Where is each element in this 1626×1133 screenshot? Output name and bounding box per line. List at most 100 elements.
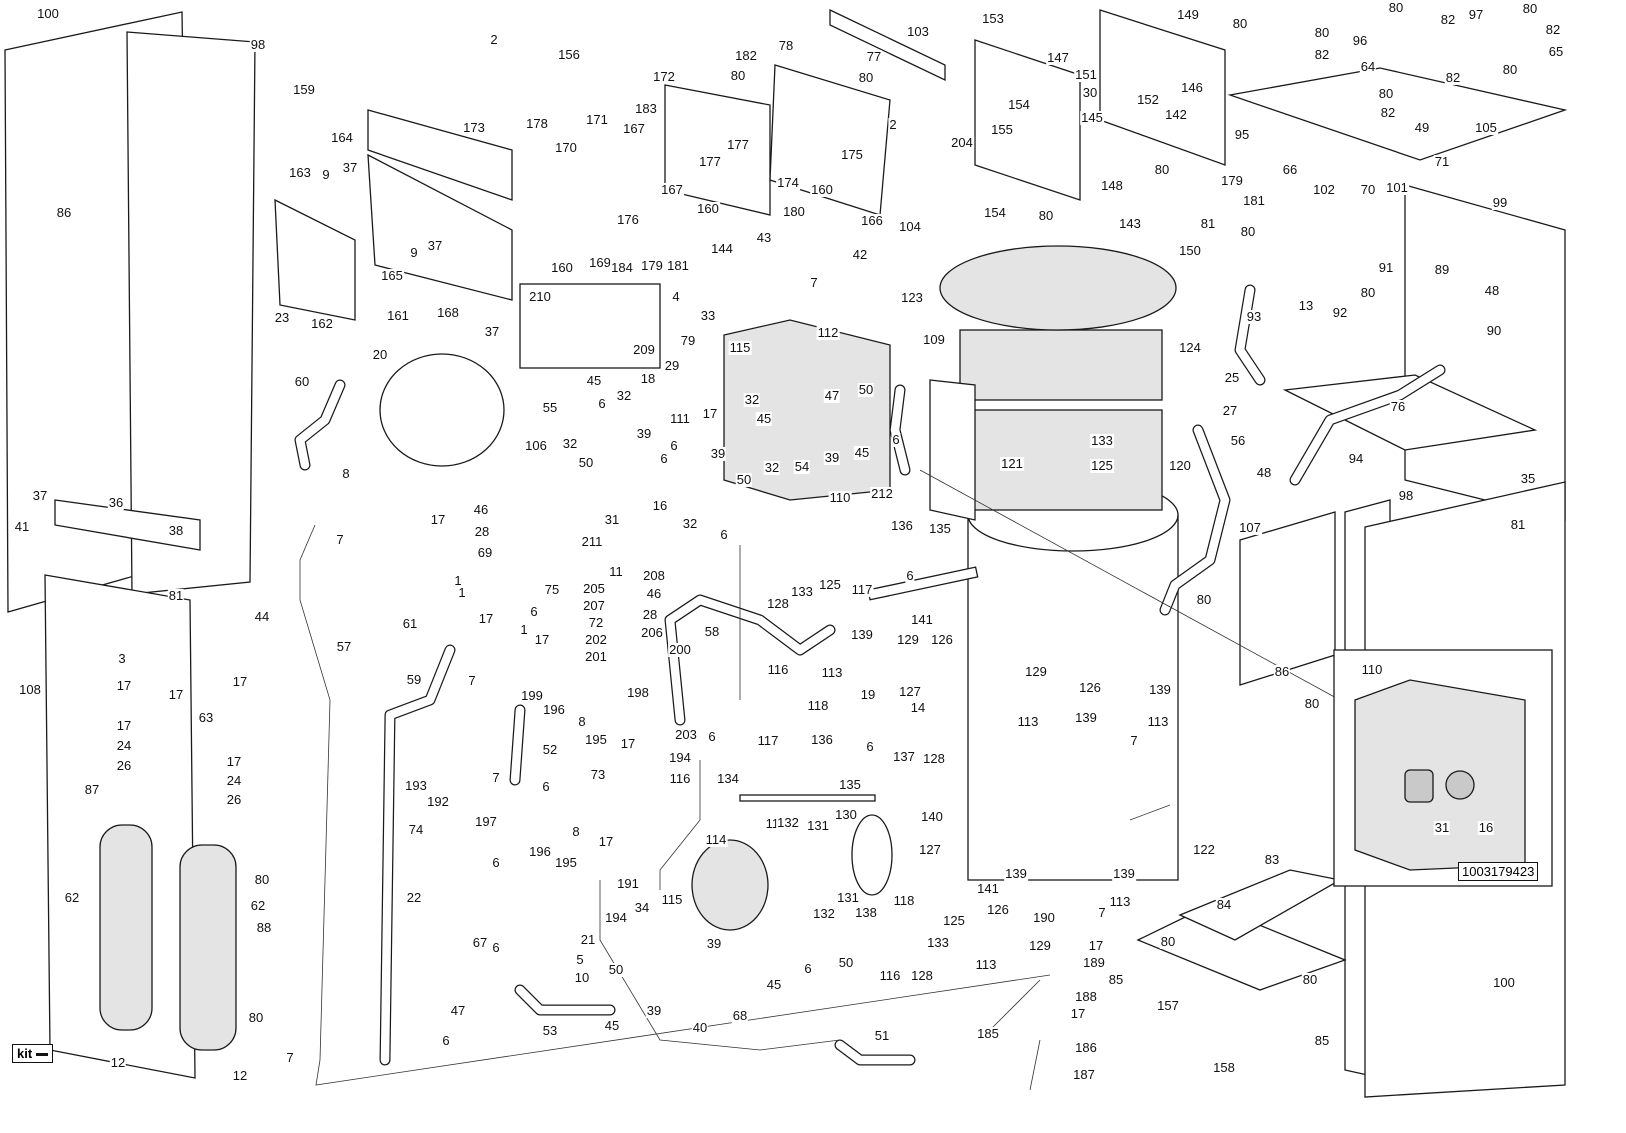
part-number-label: 17: [701, 406, 719, 421]
part-number-label: 91: [1377, 260, 1395, 275]
part-number-label: 174: [776, 175, 800, 190]
flange-130: [851, 814, 893, 896]
part-number-label: 200: [668, 642, 692, 657]
part-number-label: 188: [1074, 989, 1098, 1004]
part-number-label: 26: [225, 792, 243, 807]
part-number-label: 83: [1263, 852, 1281, 867]
part-number-label: 192: [426, 794, 450, 809]
part-number-label: 208: [642, 568, 666, 583]
part-number-label: 173: [462, 120, 486, 135]
part-number-label: 149: [1176, 7, 1200, 22]
part-number-label: 7: [335, 532, 345, 547]
part-number-label: 201: [584, 649, 608, 664]
part-number-label: 45: [585, 373, 603, 388]
part-number-label: 2: [489, 32, 499, 47]
part-number-label: 32: [561, 436, 579, 451]
part-number-label: 144: [710, 241, 734, 256]
part-number-label: 8: [341, 466, 351, 481]
shelf-94: [1282, 374, 1538, 451]
part-number-label: 100: [36, 6, 60, 21]
part-number-label: 85: [1313, 1033, 1331, 1048]
part-number-label: 49: [1413, 120, 1431, 135]
part-number-label: 194: [668, 750, 692, 765]
part-number-label: 17: [477, 611, 495, 626]
part-number-label: 16: [651, 498, 669, 513]
part-number-label: 29: [663, 358, 681, 373]
part-number-label: 182: [734, 48, 758, 63]
part-number-label: 145: [1080, 110, 1104, 125]
part-number-label: 118: [806, 698, 830, 713]
part-number-label: 68: [731, 1008, 749, 1023]
part-number-label: 160: [696, 201, 720, 216]
part-number-label: 105: [1474, 120, 1498, 135]
part-number-label: 23: [273, 310, 291, 325]
part-number-label: 76: [1389, 399, 1407, 414]
part-number-label: 160: [550, 260, 574, 275]
part-number-label: 39: [705, 936, 723, 951]
expansion-cylinder-right: [179, 844, 237, 1051]
part-number-label: 113: [974, 957, 998, 972]
part-number-label: 191: [616, 876, 640, 891]
part-number-label: 62: [63, 890, 81, 905]
part-number-label: 8: [577, 714, 587, 729]
part-number-label: 17: [225, 754, 243, 769]
part-number-label: 179: [1220, 173, 1244, 188]
part-number-label: 204: [950, 135, 974, 150]
part-number-label: 172: [652, 69, 676, 84]
part-number-label: 108: [18, 682, 42, 697]
leader-lines: [989, 804, 1171, 1091]
part-number-label: 41: [13, 519, 31, 534]
part-number-label: 196: [528, 844, 552, 859]
cover-162: [274, 198, 356, 321]
part-number-label: 6: [491, 940, 501, 955]
part-number-label: 59: [405, 672, 423, 687]
part-number-label: 65: [1547, 44, 1565, 59]
expansion-vessel-20: [379, 353, 505, 467]
part-number-label: 75: [543, 582, 561, 597]
part-number-label: 133: [790, 584, 814, 599]
part-number-label: 139: [1004, 866, 1028, 881]
part-number-label: 6: [719, 527, 729, 542]
part-number-label: 113: [820, 665, 844, 680]
part-number-label: 95: [1233, 127, 1251, 142]
part-number-label: 66: [1281, 162, 1299, 177]
part-number-label: 32: [615, 388, 633, 403]
part-number-label: 17: [167, 687, 185, 702]
bracket-103: [829, 8, 946, 82]
part-number-label: 80: [1387, 0, 1405, 15]
heater-114: [691, 839, 769, 931]
part-number-label: 117: [850, 582, 874, 597]
part-number-label: 110: [828, 490, 852, 505]
part-number-label: 80: [1313, 25, 1331, 40]
part-number-label: 39: [635, 426, 653, 441]
part-number-label: 197: [474, 814, 498, 829]
part-number-label: 151: [1074, 67, 1098, 82]
part-number-label: 99: [1491, 195, 1509, 210]
part-number-label: 39: [709, 446, 727, 461]
part-number-label: 21: [579, 932, 597, 947]
part-number-label: 54: [793, 459, 811, 474]
part-number-label: 50: [837, 955, 855, 970]
part-number-label: 39: [823, 450, 841, 465]
part-number-label: 12: [109, 1055, 127, 1070]
part-number-label: 80: [729, 68, 747, 83]
part-number-label: 153: [981, 11, 1005, 26]
part-number-label: 136: [890, 518, 914, 533]
part-number-label: 80: [1239, 224, 1257, 239]
part-number-label: 157: [1156, 998, 1180, 1013]
part-number-label: 53: [541, 1023, 559, 1038]
part-number-label: 7: [809, 275, 819, 290]
part-number-label: 143: [1118, 216, 1142, 231]
part-number-label: 84: [1215, 897, 1233, 912]
part-number-label: 139: [1112, 866, 1136, 881]
part-number-label: 199: [520, 688, 544, 703]
part-number-label: 110: [1360, 662, 1384, 677]
part-number-label: 6: [441, 1033, 451, 1048]
part-number-label: 46: [472, 502, 490, 517]
part-number-label: 93: [1245, 309, 1263, 324]
part-number-label: 113: [1146, 714, 1170, 729]
part-number-label: 181: [1242, 193, 1266, 208]
pipe-141: [867, 566, 979, 601]
part-number-label: 82: [1439, 12, 1457, 27]
